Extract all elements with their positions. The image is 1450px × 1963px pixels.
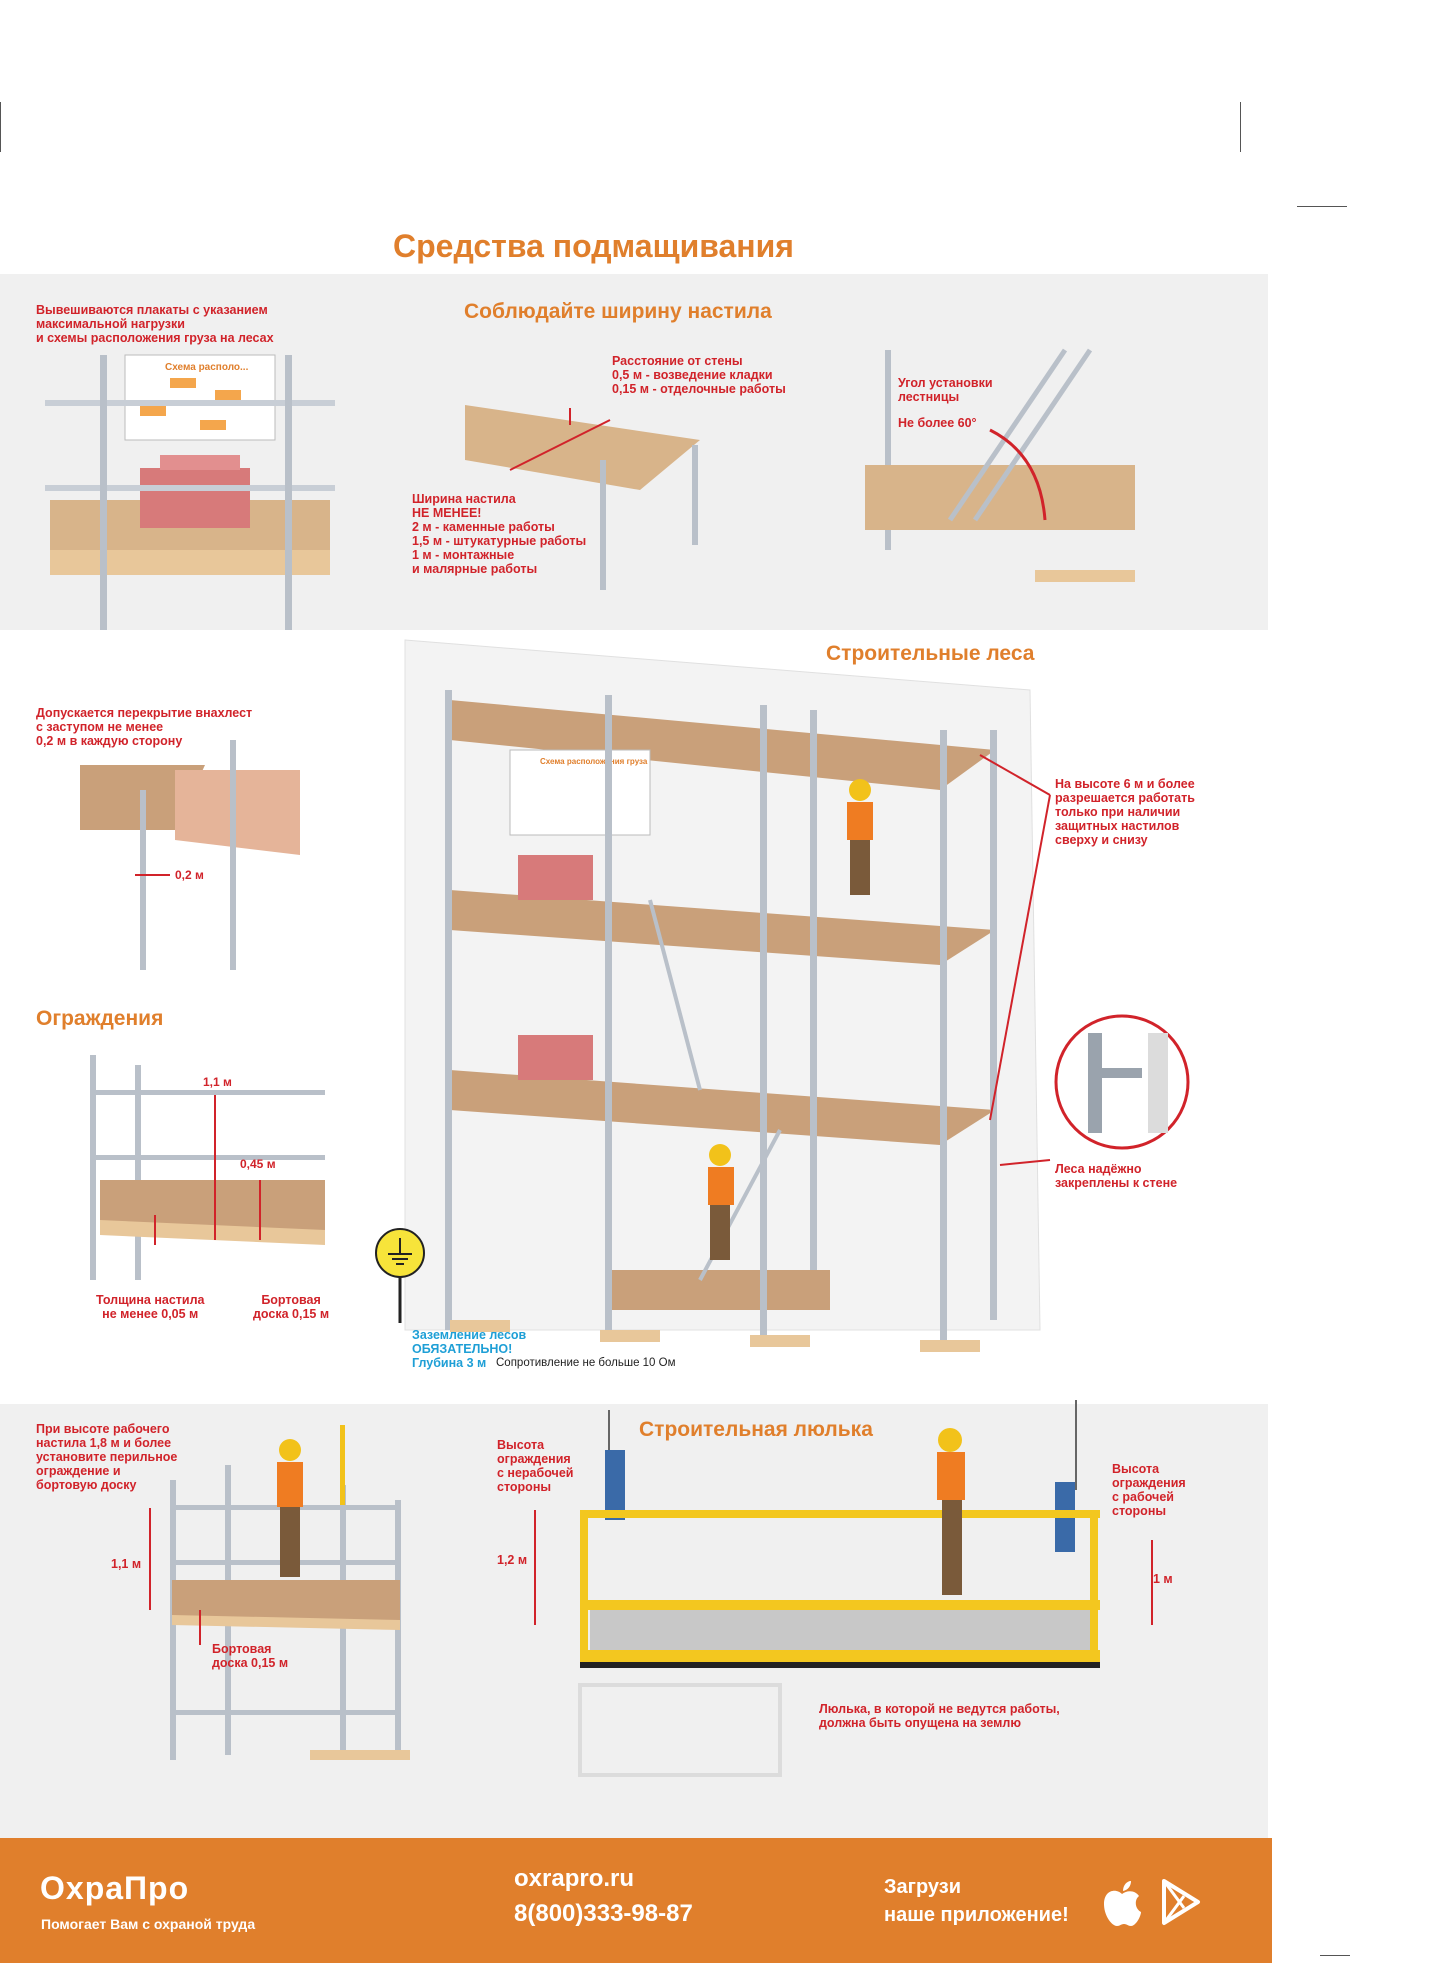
idle-cradle-note: Люлька, в которой не ведутся работы, дол… xyxy=(819,1702,1060,1730)
scaffold-illustration: Схема расположения груза xyxy=(404,639,1051,1352)
scaffold-poster-label: Схема расположения груза xyxy=(540,757,648,766)
ladder-limit-note: Не более 60° xyxy=(898,416,977,430)
anchor-note: Леса надёжно закреплены к стене xyxy=(1055,1162,1178,1190)
guard-height: 1,1 м xyxy=(203,1075,232,1089)
rail-height-label: 1,1 м xyxy=(111,1557,142,1571)
front-guard-note: Высота ограждения с рабочей стороны xyxy=(1112,1462,1186,1518)
page-title: Средства подмащивания xyxy=(393,228,794,264)
ground-note: Заземление лесов ОБЯЗАТЕЛЬНО! xyxy=(412,1328,527,1356)
rear-guard-note: Высота ограждения с нерабочей стороны xyxy=(497,1438,574,1494)
ground-icon xyxy=(375,1228,425,1323)
deck-width-illustration xyxy=(465,405,700,590)
overlap-note: Допускается перекрытие внахлест с заступ… xyxy=(36,706,253,748)
height-6m-note: На высоте 6 м и более разрешается работа… xyxy=(1055,777,1195,847)
work-height-note: При высоте рабочего настила 1,8 м и боле… xyxy=(36,1422,178,1492)
anchor-detail xyxy=(1054,1014,1190,1150)
width-title: Соблюдайте ширину настила xyxy=(464,300,772,323)
cradle-title: Строительная люлька xyxy=(639,1418,873,1441)
ladder-angle-note: Угол установки лестницы xyxy=(898,376,993,404)
posters-illustration: Схема располо... xyxy=(45,354,335,630)
cradle-illustration xyxy=(534,1400,1153,1777)
brand-logo: ОхраПро xyxy=(40,1870,190,1906)
bottom-toe-board-note: Бортовая доска 0,15 м xyxy=(212,1642,289,1670)
guard-mid: 0,45 м xyxy=(240,1157,276,1171)
phone-number[interactable]: 8(800)333-98-87 xyxy=(514,1900,693,1927)
wall-distance-note: Расстояние от стены 0,5 м - возведение к… xyxy=(612,354,786,396)
crop-mark-left xyxy=(0,102,1,152)
railing-illustration xyxy=(149,1425,410,1760)
ladder-illustration xyxy=(865,348,1135,582)
site-link[interactable]: oxrapro.ru xyxy=(514,1865,635,1892)
footer: ОхраПро Помогает Вам с охраной труда oxr… xyxy=(0,1838,1272,1963)
ground-depth: Глубина 3 м xyxy=(412,1356,487,1370)
guards-title: Ограждения xyxy=(36,1007,164,1030)
apple-icon[interactable] xyxy=(1102,1880,1142,1928)
brand-tagline: Помогает Вам с охраной труда xyxy=(41,1916,256,1932)
toe-board-note: Бортовая доска 0,15 м xyxy=(253,1293,330,1321)
ground-resistance: Сопротивление не больше 10 Ом xyxy=(496,1357,676,1369)
rear-guard-value: 1,2 м xyxy=(497,1553,528,1567)
poster-label: Схема располо... xyxy=(165,362,249,373)
crop-mark-top-right xyxy=(1297,206,1347,207)
google-play-icon[interactable] xyxy=(1160,1878,1202,1926)
app-promo: Загрузи наше приложение! xyxy=(884,1876,1069,1926)
front-guard-value: 1 м xyxy=(1153,1572,1173,1586)
guards-illustration: 1,1 м 0,45 м xyxy=(90,1055,325,1280)
deck-width-note: Ширина настила НЕ МЕНЕЕ! 2 м - каменные … xyxy=(412,492,587,576)
overlap-value: 0,2 м xyxy=(175,868,204,882)
crop-mark-right xyxy=(1240,102,1241,152)
posters-note: Вывешиваются плакаты с указанием максима… xyxy=(36,303,274,345)
overlap-illustration: 0,2 м xyxy=(80,740,300,970)
deck-thickness-note: Толщина настила не менее 0,05 м xyxy=(96,1293,205,1321)
scaffold-title: Строительные леса xyxy=(826,642,1035,665)
crop-mark-bottom-right xyxy=(1320,1955,1350,1956)
